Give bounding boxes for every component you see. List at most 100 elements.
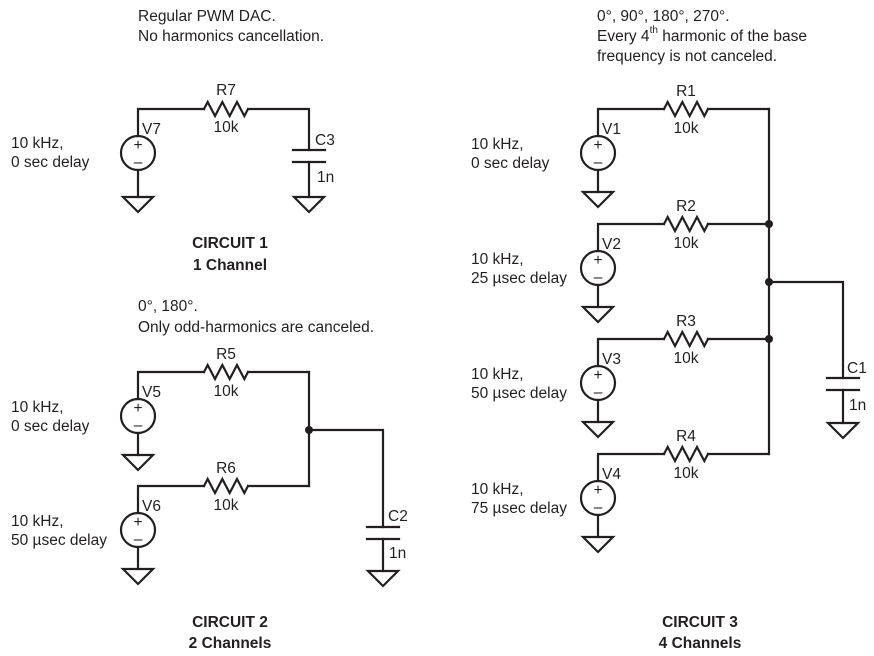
circuit-description: 0°, 180°. — [138, 298, 198, 315]
circuit-description: frequency is not canceled. — [597, 48, 777, 65]
plus-sign: + — [593, 367, 602, 384]
resistor-r5 — [202, 362, 250, 382]
wire — [136, 370, 206, 401]
minus-sign: – — [134, 417, 143, 434]
ground-icon — [580, 305, 616, 324]
resistor-r3 — [662, 329, 710, 349]
ground-icon — [580, 420, 616, 439]
capacitor-label: C1 — [847, 360, 867, 377]
junction-dot — [765, 335, 773, 343]
resistor-label: R7 — [216, 82, 236, 99]
source-frequency-label: 10 kHz, — [471, 136, 524, 153]
resistor-value: 10k — [214, 497, 239, 514]
source-label: V7 — [142, 121, 161, 138]
minus-sign: – — [594, 499, 603, 516]
plus-sign: + — [593, 137, 602, 154]
source-frequency-label: 10 kHz, — [471, 481, 524, 498]
ground-icon — [120, 453, 156, 472]
capacitor-label: C2 — [388, 508, 408, 525]
superscript: th — [650, 25, 658, 36]
circuit-subtitle: 1 Channel — [193, 257, 267, 274]
source-delay-label: 50 µsec delay — [471, 385, 567, 402]
resistor-value: 10k — [674, 120, 699, 137]
source-frequency-label: 10 kHz, — [471, 251, 524, 268]
voltage-source-v1: +– — [579, 134, 617, 172]
plus-sign: + — [133, 137, 142, 154]
capacitor-value: 1n — [849, 397, 866, 414]
voltage-source-v6: +– — [119, 511, 157, 549]
plus-sign: + — [593, 482, 602, 499]
circuit-description: Every 4th harmonic of the base — [597, 25, 807, 45]
wire — [246, 107, 311, 152]
ground-icon — [120, 195, 156, 214]
capacitor-value: 1n — [389, 545, 406, 562]
resistor-label: R3 — [676, 313, 696, 330]
minus-sign: – — [134, 531, 143, 548]
ground-icon — [291, 195, 327, 214]
ground-icon — [120, 567, 156, 586]
source-label: V4 — [602, 466, 621, 483]
resistor-zigzag-icon — [202, 362, 250, 382]
resistor-label: R5 — [216, 346, 236, 363]
capacitor-value: 1n — [317, 169, 334, 186]
source-delay-label: 0 sec delay — [471, 155, 550, 172]
source-delay-label: 50 µsec delay — [11, 532, 107, 549]
plus-sign: + — [133, 514, 142, 531]
source-delay-label: 75 µsec delay — [471, 500, 567, 517]
source-delay-label: 25 µsec delay — [471, 270, 567, 287]
minus-sign: – — [594, 154, 603, 171]
circuit-title: CIRCUIT 2 — [192, 614, 268, 631]
source-label: V3 — [602, 351, 621, 368]
capacitor-c2 — [365, 525, 401, 541]
ground-icon — [580, 190, 616, 209]
resistor-value: 10k — [214, 383, 239, 400]
resistor-label: R4 — [676, 428, 696, 445]
wire — [596, 222, 666, 253]
wire — [596, 337, 666, 368]
output-wire — [307, 428, 385, 529]
source-label: V5 — [142, 384, 161, 401]
resistor-value: 10k — [674, 235, 699, 252]
wire — [136, 484, 206, 515]
source-delay-label: 0 sec delay — [11, 418, 90, 435]
minus-sign: – — [594, 384, 603, 401]
source-frequency-label: 10 kHz, — [11, 513, 64, 530]
voltage-source-v5: +– — [119, 397, 157, 435]
voltage-source-v2: +– — [579, 249, 617, 287]
source-label: V1 — [602, 121, 621, 138]
circuit-description: No harmonics cancellation. — [138, 28, 324, 45]
source-delay-label: 0 sec delay — [11, 154, 90, 171]
source-frequency-label: 10 kHz, — [471, 366, 524, 383]
output-wire — [767, 280, 845, 380]
circuit-subtitle: 4 Channels — [659, 635, 742, 652]
junction-dot — [765, 220, 773, 228]
circuit-description: Regular PWM DAC. — [138, 8, 276, 25]
resistor-zigzag-icon — [202, 476, 250, 496]
resistor-zigzag-icon — [662, 99, 710, 119]
source-frequency-label: 10 kHz, — [11, 135, 64, 152]
wire — [596, 107, 666, 138]
resistor-zigzag-icon — [662, 329, 710, 349]
resistor-value: 10k — [674, 350, 699, 367]
circuit-description: 0°, 90°, 180°, 270°. — [597, 8, 730, 25]
plus-sign: + — [133, 400, 142, 417]
resistor-r6 — [202, 476, 250, 496]
resistor-value: 10k — [214, 119, 239, 136]
circuit-description: Only odd-harmonics are canceled. — [138, 319, 374, 336]
resistor-zigzag-icon — [662, 214, 710, 234]
ground-icon — [365, 569, 401, 588]
source-label: V6 — [142, 498, 161, 515]
resistor-zigzag-icon — [202, 99, 250, 119]
wire — [596, 452, 666, 483]
capacitor-c1 — [825, 376, 861, 392]
resistor-value: 10k — [674, 465, 699, 482]
resistor-r4 — [662, 444, 710, 464]
resistor-r1 — [662, 99, 710, 119]
junction-dot — [305, 426, 313, 434]
source-label: V2 — [602, 236, 621, 253]
voltage-source-v3: +– — [579, 364, 617, 402]
resistor-r7 — [202, 99, 250, 119]
ground-icon — [580, 535, 616, 554]
resistor-r2 — [662, 214, 710, 234]
